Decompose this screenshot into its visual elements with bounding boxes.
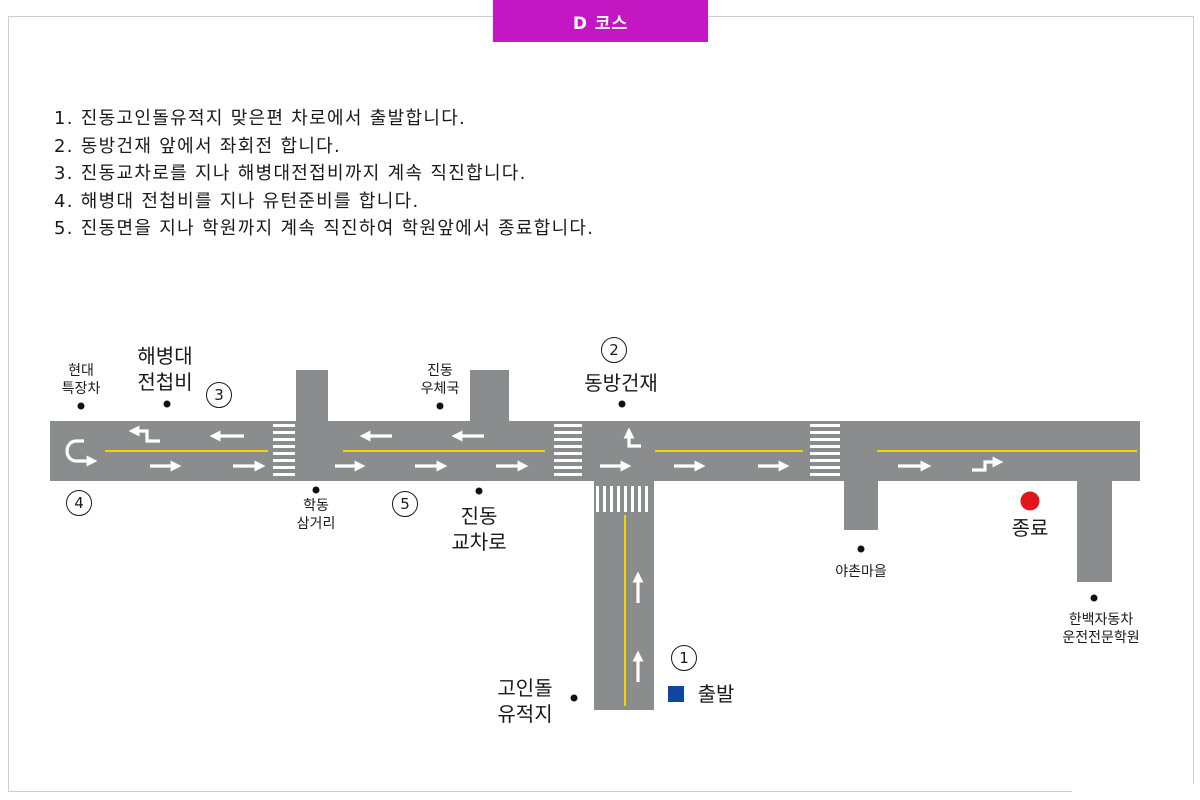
crosswalk-jindong [554,424,582,476]
course-title-tab: D 코스 [493,0,708,42]
place-dot-yachon [857,545,865,553]
place-dot-dolmen [570,694,578,702]
place-dot-dongbang [618,400,626,408]
arrow-icon [623,427,641,448]
route-step: 2. 동방건재 앞에서 좌회전 합니다. [54,135,342,157]
place-label-yachon: 야촌마을 [835,564,887,580]
road-arrows [65,425,1004,682]
place-label-post-office: 진동 우체국 [420,363,460,397]
route-step: 5. 진동면을 지나 학원까지 계속 직진하여 학원앞에서 종료합니다. [54,218,595,239]
start-label: 출발 [697,682,735,706]
place-dot-academy [1090,594,1098,602]
step-number-3: 3 [206,382,232,408]
place-label-jindong-intersection: 진동 교차로 [451,504,507,554]
place-dot-hakdong [312,486,320,494]
place-label-dongbang: 동방건재 [584,371,658,395]
side-road-hakdong [296,370,328,422]
crosswalk-hakdong [273,424,295,476]
route-instructions: 1. 진동고인돌유적지 맞은편 차로에서 출발합니다. 2. 동방건재 앞에서 … [54,105,594,243]
u-turn-icon [65,439,98,467]
route-step: 4. 해병대 전첩비를 지나 유턴준비를 합니다. [54,190,420,212]
step-number-5: 5 [392,491,418,517]
arrow-icon [972,456,1004,472]
place-dot-post-office [436,402,444,410]
place-label-dolmen: 고인돌 유적지 [497,676,553,726]
side-road-academy [1077,480,1112,582]
step-number-1: 1 [671,645,697,671]
end-marker [1020,491,1040,511]
side-road-post-office [470,370,509,422]
step-number-2: 2 [601,337,627,363]
place-dot-jindong-intersection [475,487,483,495]
place-dot-marine-memorial [163,400,171,408]
place-label-academy: 한백자동차 운전전문학원 [1062,612,1140,646]
place-dot-hyundai [77,402,85,410]
arrow-icon [128,425,160,443]
route-step: 1. 진동고인돌유적지 맞은편 차로에서 출발합니다. [54,108,467,129]
place-label-marine-memorial: 해병대 전첩비 [137,344,193,394]
step-number-4: 4 [66,490,92,516]
place-label-hyundai: 현대 특장차 [61,363,101,397]
crosswalk-yachon [810,424,840,476]
side-road-yachon [844,480,878,530]
route-step: 3. 진동교차로를 지나 해병대전접비까지 계속 직진합니다. [54,163,527,184]
start-marker [668,686,684,702]
end-label: 종료 [1011,516,1049,540]
center-lines [105,450,1137,706]
place-label-hakdong: 학동 삼거리 [296,498,336,532]
crosswalk-start-road [596,486,648,512]
road-network [50,370,1140,710]
